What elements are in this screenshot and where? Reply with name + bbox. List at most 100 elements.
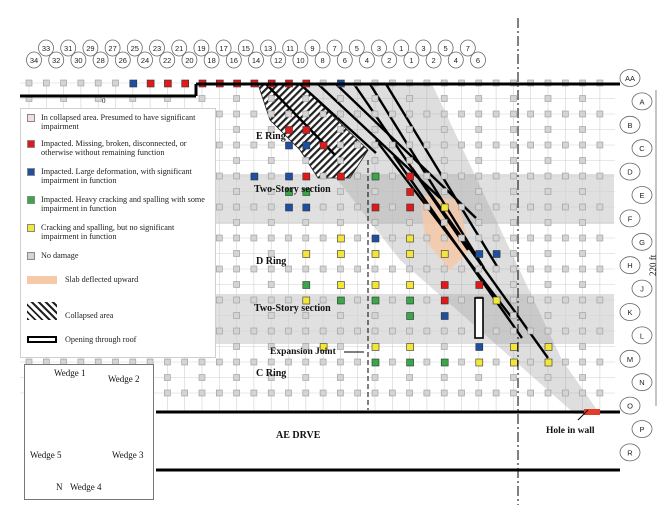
expansion-joint-label: Expansion Joint — [270, 347, 336, 357]
column-number-top: 33 — [42, 44, 50, 53]
column-undamaged — [233, 312, 240, 319]
column-undamaged — [406, 126, 413, 133]
column-green — [371, 296, 380, 305]
column-number-top: 15 — [242, 44, 250, 53]
column-undamaged — [302, 219, 310, 226]
legend-text: Impacted. Heavy cracking and spalling wi… — [41, 195, 205, 214]
hatch-swatch — [27, 302, 57, 320]
column-number-top: 21 — [175, 44, 183, 53]
column-number-top: 3 — [377, 44, 381, 53]
column-undamaged — [216, 234, 223, 242]
column-undamaged — [423, 234, 431, 242]
column-undamaged — [233, 203, 240, 211]
column-undamaged — [250, 203, 258, 211]
column-undamaged — [354, 327, 362, 335]
column-undamaged — [458, 296, 465, 304]
column-undamaged — [458, 265, 465, 273]
column-undamaged — [337, 312, 344, 319]
column-undamaged — [475, 374, 483, 381]
column-undamaged — [596, 389, 604, 397]
column-undamaged — [216, 110, 223, 118]
column-undamaged — [440, 343, 448, 350]
column-undamaged — [233, 374, 240, 381]
column-undamaged — [579, 281, 586, 288]
hole-in-wall-mark — [584, 409, 600, 415]
column-undamaged — [319, 296, 327, 304]
column-undamaged — [510, 188, 517, 195]
north-label: N — [56, 482, 63, 492]
column-undamaged — [510, 281, 517, 288]
column-undamaged — [406, 265, 413, 273]
row-label: H — [627, 261, 632, 270]
column-undamaged — [216, 172, 223, 180]
column-undamaged — [302, 374, 310, 381]
column-undamaged — [579, 327, 586, 335]
column-undamaged — [267, 110, 275, 118]
column-yellow — [302, 296, 311, 305]
column-undamaged — [579, 188, 586, 195]
two-story-label-2: Two-Story section — [254, 303, 331, 314]
row-label: O — [627, 402, 633, 411]
column-yellow — [406, 343, 414, 351]
column-undamaged — [181, 358, 188, 366]
column-red — [475, 281, 484, 289]
column-undamaged — [406, 374, 413, 381]
column-undamaged — [319, 327, 327, 335]
column-undamaged — [510, 95, 517, 102]
row-label: B — [627, 121, 632, 130]
column-undamaged — [544, 95, 552, 102]
column-blue — [285, 172, 293, 181]
column-undamaged — [544, 265, 552, 273]
column-undamaged — [337, 343, 344, 350]
e-ring-label: E Ring — [256, 131, 286, 142]
column-undamaged — [579, 374, 586, 381]
column-undamaged — [596, 358, 604, 366]
column-undamaged — [510, 312, 517, 319]
column-undamaged — [510, 327, 517, 335]
legend-text: No damage — [41, 251, 79, 260]
inset-panel — [24, 364, 154, 500]
column-undamaged — [337, 110, 344, 118]
column-blue — [440, 312, 449, 320]
column-undamaged — [423, 203, 431, 211]
column-undamaged — [302, 265, 310, 273]
column-undamaged — [354, 389, 362, 397]
column-undamaged — [250, 296, 258, 304]
column-undamaged — [250, 234, 258, 242]
column-undamaged — [458, 358, 465, 366]
column-undamaged — [233, 343, 240, 350]
column-red — [181, 79, 189, 88]
column-undamaged — [233, 172, 240, 180]
column-undamaged — [510, 389, 517, 397]
column-undamaged — [579, 203, 586, 211]
column-undamaged — [267, 188, 275, 195]
column-undamaged — [579, 126, 586, 133]
column-undamaged — [579, 110, 586, 118]
column-red — [337, 172, 345, 181]
c-ring-label: C Ring — [256, 368, 287, 379]
column-undamaged — [285, 110, 292, 118]
column-number-top: 13 — [264, 44, 272, 53]
column-undamaged — [510, 157, 517, 164]
opening-swatch — [27, 336, 57, 343]
column-undamaged — [285, 389, 292, 397]
column-undamaged — [561, 110, 569, 118]
red-swatch — [27, 140, 35, 148]
column-undamaged — [527, 110, 535, 118]
column-undamaged — [561, 389, 569, 397]
column-undamaged — [164, 389, 171, 397]
column-undamaged — [475, 126, 483, 133]
blue-swatch — [27, 168, 35, 176]
column-undamaged — [579, 358, 586, 366]
column-undamaged — [510, 172, 517, 180]
column-undamaged — [440, 188, 448, 195]
column-undamaged — [492, 203, 500, 211]
hole-in-wall-label: Hole in wall — [546, 426, 595, 436]
column-undamaged — [337, 157, 344, 164]
column-blue — [285, 203, 293, 212]
column-undamaged — [319, 389, 327, 397]
column-undamaged — [510, 234, 517, 242]
legend-text: Collapsed area — [65, 311, 114, 320]
column-green — [406, 358, 414, 367]
column-undamaged — [250, 141, 258, 149]
